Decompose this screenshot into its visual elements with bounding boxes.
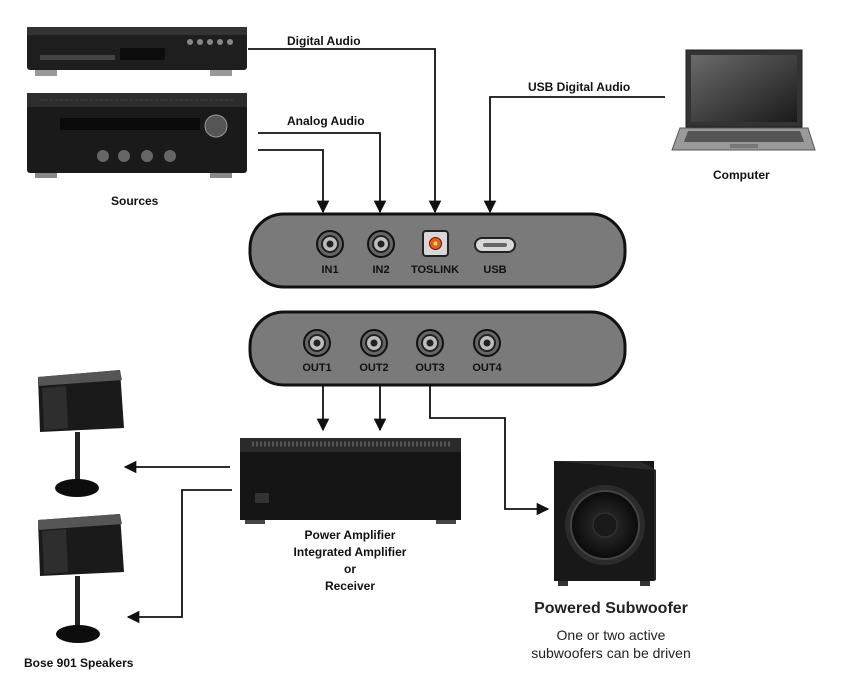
subwoofer-desc-line2: subwoofers can be driven [531,645,691,661]
stereo-receiver-device [27,93,247,178]
subwoofer-title: Powered Subwoofer [534,600,688,617]
amplifier-label-line3: or [344,562,356,576]
analog-audio-line-in2 [258,132,387,214]
analog-audio-line-in1 [258,149,330,214]
out1-jack [303,329,331,357]
output-panel [248,310,627,387]
cd-player-device [27,27,247,76]
out4-jack [473,329,501,357]
usb-audio-line [483,96,665,214]
speakers-label: Bose 901 Speakers [24,656,134,670]
toslink-label: TOSLINK [410,264,460,276]
out4-label: OUT4 [472,362,502,374]
amplifier-label-line2: Integrated Amplifier [293,545,407,559]
amplifier-label-line1: Power Amplifier [304,528,396,542]
speaker-bottom [38,514,124,643]
out2-label: OUT2 [359,362,389,374]
in2-jack [367,230,395,258]
out3-to-subwoofer-line [429,385,550,516]
amplifier-label-line4: Receiver [324,579,376,593]
in1-label: IN1 [321,264,339,276]
signal-lines [123,48,665,624]
speaker-top [38,370,124,497]
usb-digital-audio-label: USB Digital Audio [528,80,631,94]
in1-jack [316,230,344,258]
usb-port [474,237,516,253]
input-panel [248,212,627,289]
out3-jack [416,329,444,357]
analog-audio-label: Analog Audio [287,114,365,128]
in2-label: IN2 [372,264,390,276]
subwoofer-desc-line1: One or two active [556,627,666,643]
amp-to-speaker-bottom-line [126,489,232,624]
out1-label: OUT1 [302,362,332,374]
digital-audio-line [248,48,442,214]
computer-label: Computer [713,168,770,182]
digital-audio-label: Digital Audio [287,34,361,48]
toslink-port [422,230,449,257]
powered-subwoofer-device [554,461,656,586]
power-amplifier-device [240,438,461,524]
out2-jack [360,329,388,357]
out3-label: OUT3 [415,362,445,374]
laptop-computer [671,49,816,151]
usb-label: USB [483,264,507,276]
sources-label: Sources [111,194,159,208]
